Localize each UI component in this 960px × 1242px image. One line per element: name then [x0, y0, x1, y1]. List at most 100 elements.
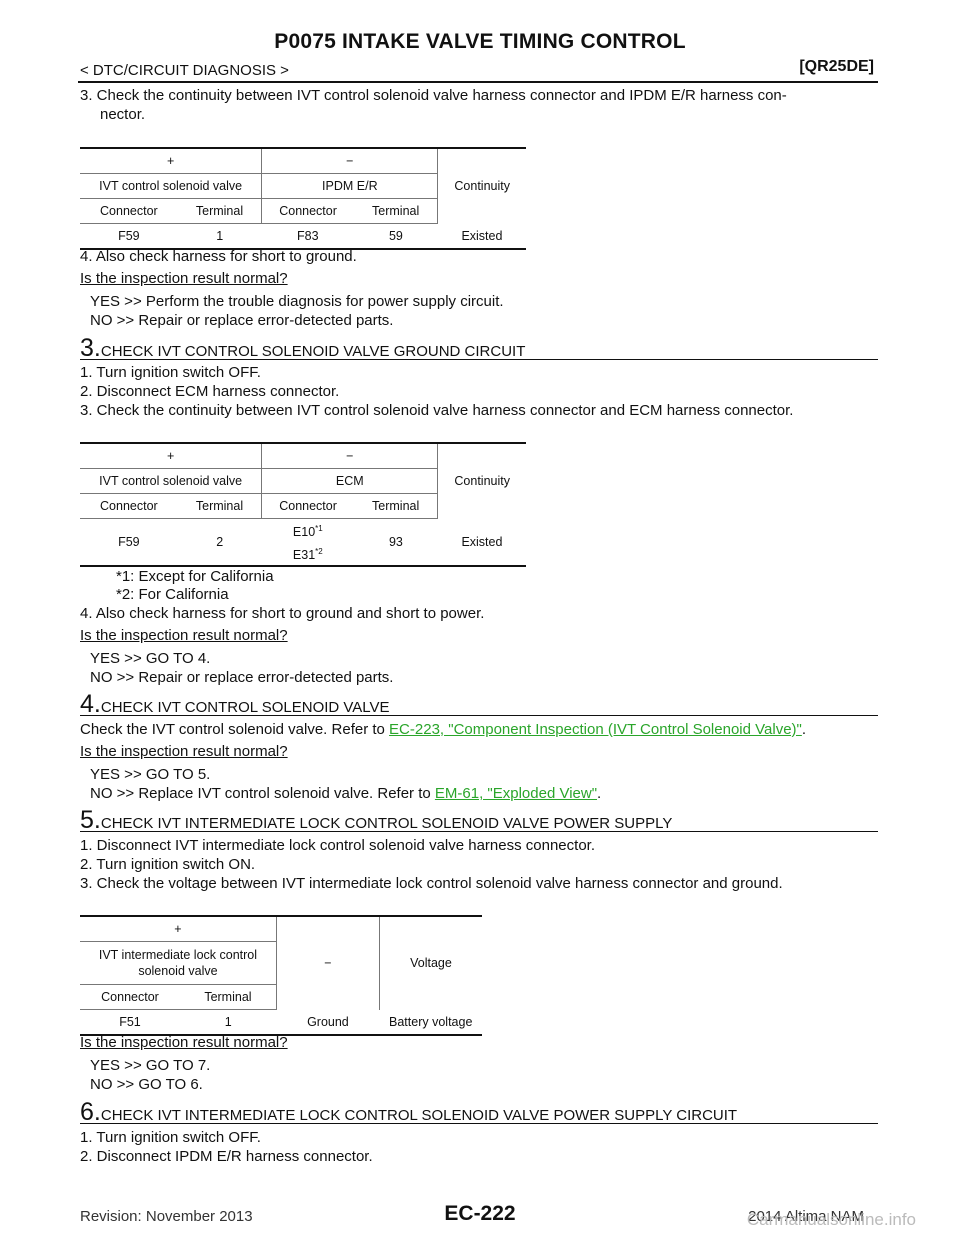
table-cell: F59 — [80, 518, 178, 568]
header-rule — [78, 81, 878, 83]
table-h-connector: Connector — [80, 984, 180, 1010]
step-number: 6. — [80, 1098, 101, 1126]
page-number: EC-222 — [444, 1202, 516, 1225]
table-h-connector: Connector — [261, 493, 354, 519]
table-cell: F83 — [261, 223, 354, 250]
answer-no: NO >> Repair or replace error-detected p… — [90, 312, 394, 329]
inspection-question: Is the inspection result normal? — [80, 270, 288, 287]
answer-no-post: . — [597, 785, 602, 802]
table-cell: F59 — [80, 223, 178, 250]
table-cell: F51 — [80, 1009, 180, 1036]
inspection-question: Is the inspection result normal? — [80, 743, 288, 760]
step4-text: Check the IVT control solenoid valve. Re… — [80, 721, 806, 738]
step2-item3-line2: nector. — [100, 106, 146, 123]
step-number: 4. — [80, 690, 101, 718]
footnote-2: *2: For California — [116, 586, 229, 603]
table-continuity-header: Continuity — [437, 442, 526, 519]
engine-model: [QR25DE] — [799, 58, 874, 75]
answer-yes: YES >> GO TO 5. — [90, 766, 211, 783]
answer-no: NO >> Repair or replace error-detected p… — [90, 669, 394, 686]
table-minus: − — [261, 442, 439, 469]
table-cell: 1 — [179, 1009, 277, 1036]
answer-yes: YES >> GO TO 4. — [90, 650, 211, 667]
table-h-terminal: Terminal — [353, 493, 439, 519]
exploded-view-link[interactable]: EM-61, "Exploded View" — [434, 785, 598, 802]
answer-no-pre: NO >> Replace IVT control solenoid valve… — [90, 785, 435, 802]
table-minus: − — [261, 147, 439, 174]
table-cell: Existed — [437, 518, 526, 568]
table-right-device: ECM — [261, 468, 439, 494]
answer-yes: YES >> GO TO 7. — [90, 1057, 211, 1074]
step-number: 5. — [80, 806, 101, 834]
table-cell: Battery voltage — [379, 1009, 482, 1036]
table-h-connector: Connector — [80, 493, 178, 519]
step5-item2: 2. Turn ignition switch ON. — [80, 856, 256, 873]
page-title: P0075 INTAKE VALVE TIMING CONTROL — [274, 30, 686, 53]
inspection-question: Is the inspection result normal? — [80, 1034, 288, 1051]
step4-text-post: . — [801, 721, 807, 738]
table-right-device: IPDM E/R — [261, 173, 439, 199]
step3-item4: 4. Also check harness for short to groun… — [80, 605, 485, 622]
step3-item1: 1. Turn ignition switch OFF. — [80, 364, 261, 381]
watermark: Carmanualsonline.info — [746, 1210, 916, 1229]
table-continuity-header: Continuity — [437, 147, 526, 224]
answer-yes: YES >> Perform the trouble diagnosis for… — [90, 293, 504, 310]
step3-item2: 2. Disconnect ECM harness connector. — [80, 383, 340, 400]
table-device: IVT intermediate lock control solenoid v… — [80, 941, 277, 985]
step-title: CHECK IVT INTERMEDIATE LOCK CONTROL SOLE… — [100, 1107, 738, 1124]
table-plus: + — [80, 442, 263, 469]
table-cell: Existed — [437, 223, 526, 250]
footnote-ref: *2 — [315, 547, 323, 557]
footnote-1: *1: Except for California — [116, 568, 274, 585]
answer-no: NO >> Replace IVT control solenoid valve… — [90, 785, 601, 802]
step4-heading: 4.CHECK IVT CONTROL SOLENOID VALVE — [80, 690, 878, 718]
step-title: CHECK IVT INTERMEDIATE LOCK CONTROL SOLE… — [100, 815, 673, 832]
edition-text: 2014 Altima NAM — [748, 1208, 864, 1225]
table-h-terminal: Terminal — [177, 198, 263, 224]
step-title: CHECK IVT CONTROL SOLENOID VALVE GROUND … — [100, 343, 526, 360]
device-line2: solenoid valve — [138, 964, 218, 978]
step6-heading: 6.CHECK IVT INTERMEDIATE LOCK CONTROL SO… — [80, 1098, 878, 1126]
table-left-device: IVT control solenoid valve — [80, 173, 263, 199]
table-h-terminal: Terminal — [179, 984, 277, 1010]
step3-item3: 3. Check the continuity between IVT cont… — [80, 402, 794, 419]
table-h-connector: Connector — [261, 198, 354, 224]
step-title: CHECK IVT CONTROL SOLENOID VALVE — [100, 699, 390, 716]
table-cell-connector: E10*1 E31*2 — [261, 518, 354, 568]
device-line1: IVT intermediate lock control — [98, 948, 258, 962]
continuity-table-ecm: + − Continuity IVT control solenoid valv… — [80, 442, 526, 568]
step2-item3-line1: 3. Check the continuity between IVT cont… — [80, 87, 787, 104]
table-cell: 93 — [353, 518, 438, 568]
inspection-question: Is the inspection result normal? — [80, 627, 288, 644]
table-cell: Ground — [276, 1009, 380, 1036]
table-voltage-header: Voltage — [379, 915, 482, 1010]
connector-e31: E31 — [292, 548, 316, 563]
step6-item2: 2. Disconnect IPDM E/R harness connector… — [80, 1148, 373, 1165]
step-number: 3. — [80, 334, 101, 362]
table-cell: 1 — [177, 223, 262, 250]
step4-text-pre: Check the IVT control solenoid valve. Re… — [80, 721, 390, 738]
continuity-table-ipdm: + − Continuity IVT control solenoid valv… — [80, 147, 526, 250]
answer-no: NO >> GO TO 6. — [90, 1076, 203, 1093]
table-minus: − — [276, 915, 380, 1010]
step5-heading: 5.CHECK IVT INTERMEDIATE LOCK CONTROL SO… — [80, 806, 878, 834]
breadcrumb: < DTC/CIRCUIT DIAGNOSIS > — [80, 62, 289, 79]
table-plus: + — [80, 915, 277, 942]
table-plus: + — [80, 147, 263, 174]
footnote-ref: *1 — [315, 524, 323, 533]
step2-item4: 4. Also check harness for short to groun… — [80, 248, 357, 265]
step5-item1: 1. Disconnect IVT intermediate lock cont… — [80, 837, 595, 854]
revision-text: Revision: November 2013 — [80, 1208, 253, 1225]
step5-item3: 3. Check the voltage between IVT interme… — [80, 875, 783, 892]
table-cell: 59 — [353, 223, 438, 250]
table-cell: 2 — [177, 518, 262, 568]
table-h-connector: Connector — [80, 198, 178, 224]
voltage-table: + − Voltage IVT intermediate lock contro… — [80, 915, 482, 1036]
table-h-terminal: Terminal — [177, 493, 263, 519]
table-h-terminal: Terminal — [353, 198, 439, 224]
step3-heading: 3.CHECK IVT CONTROL SOLENOID VALVE GROUN… — [80, 334, 878, 362]
step6-item1: 1. Turn ignition switch OFF. — [80, 1129, 261, 1146]
connector-e10: E10 — [292, 525, 316, 540]
component-inspection-link[interactable]: EC-223, "Component Inspection (IVT Contr… — [389, 721, 802, 738]
table-left-device: IVT control solenoid valve — [80, 468, 263, 494]
